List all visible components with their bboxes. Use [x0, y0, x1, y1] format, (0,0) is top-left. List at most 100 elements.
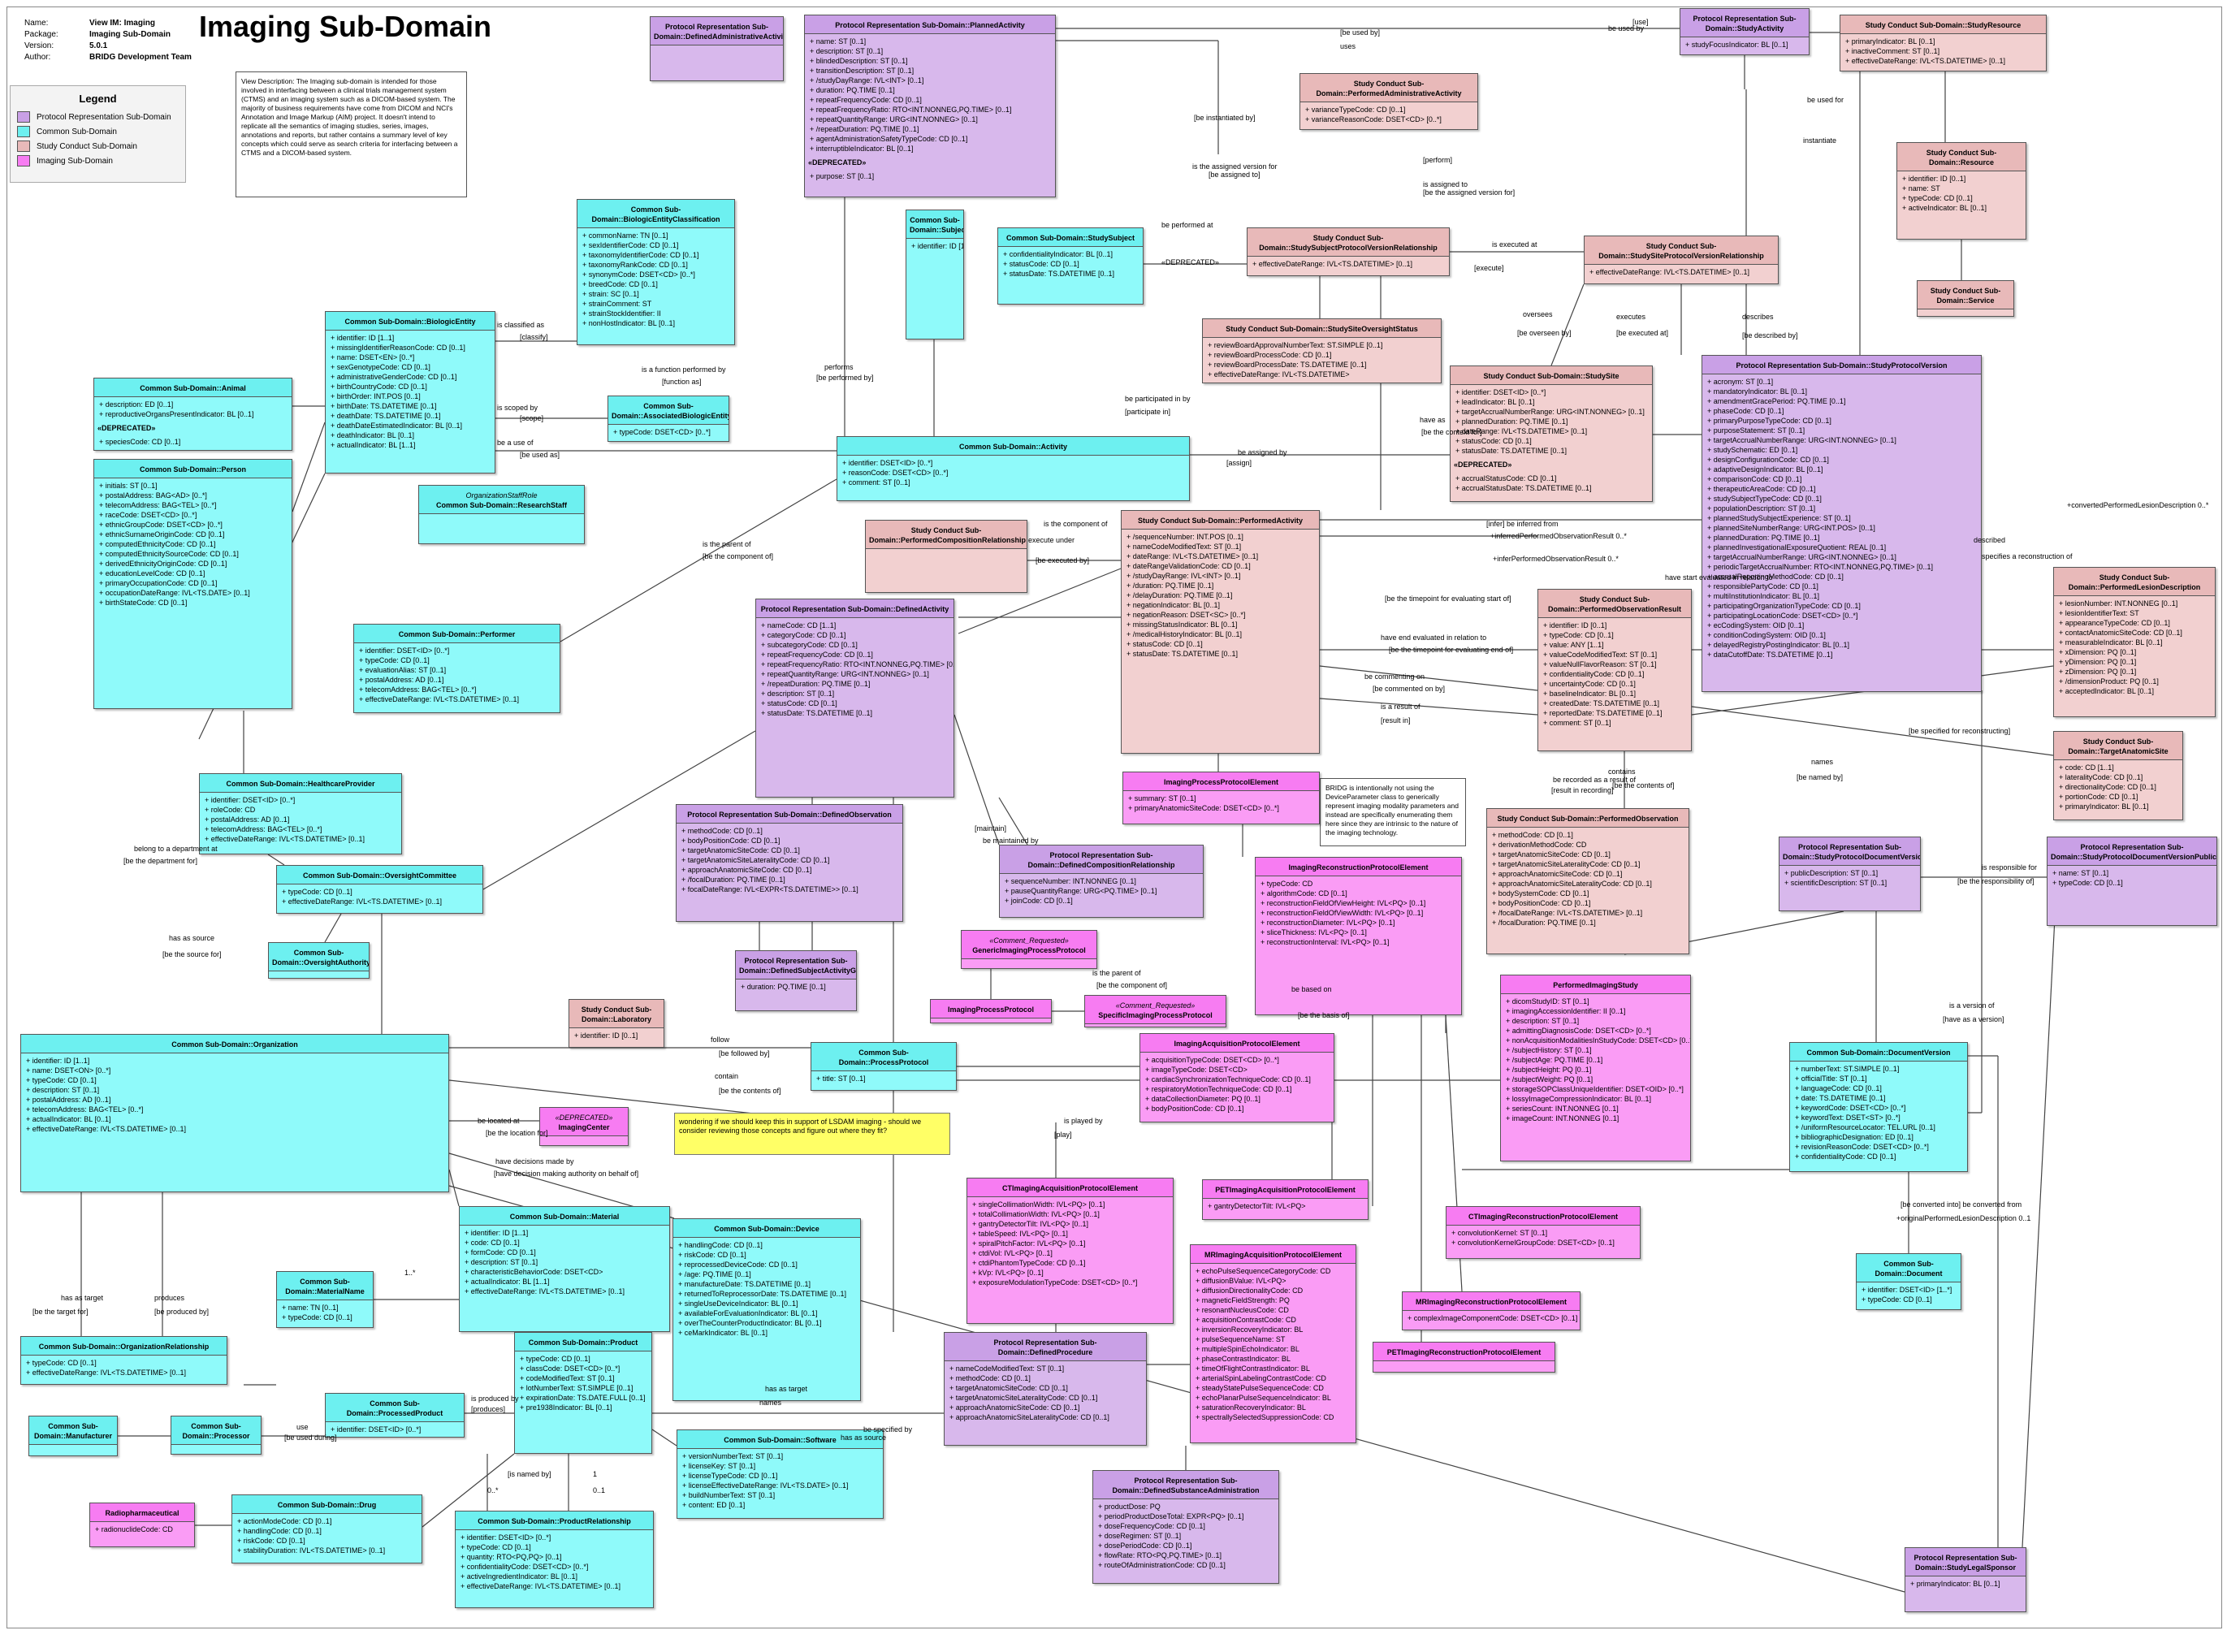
class-biologic-entity-class[interactable]: Common Sub-Domain::BiologicEntityClassif… — [577, 199, 735, 345]
class-organization-relationship[interactable]: Common Sub-Domain::OrganizationRelations… — [20, 1336, 227, 1385]
class-imaging-recon-protocol-element[interactable]: ImagingReconstructionProtocolElementtype… — [1255, 857, 1462, 1015]
class-imaging-process-protocol-element[interactable]: ImagingProcessProtocolElementsummary: ST… — [1122, 772, 1320, 824]
association-label: [be instantiated by] — [1194, 114, 1256, 122]
class-spdv-public-title[interactable]: Protocol Representation Sub-Domain::Stud… — [2047, 837, 2217, 926]
class-document-version[interactable]: Common Sub-Domain::DocumentVersionnumber… — [1789, 1042, 1968, 1172]
class-associated-biologic-entity[interactable]: Common Sub-Domain::AssociatedBiologicEnt… — [608, 396, 729, 442]
class-pet-recon-protocol-element[interactable]: PETImagingReconstructionProtocolElement — [1373, 1342, 1555, 1373]
class-service[interactable]: Study Conduct Sub-Domain::Service — [1917, 280, 2014, 317]
class-defined-composition-rel[interactable]: Protocol Representation Sub-Domain::Defi… — [999, 845, 1204, 918]
class-study-site-oversight[interactable]: Study Conduct Sub-Domain::StudySiteOvers… — [1202, 318, 1442, 383]
class-attribute: zDimension: PQ [0..1] — [2059, 667, 2212, 677]
class-activity[interactable]: Common Sub-Domain::Activityidentifier: D… — [837, 436, 1190, 501]
class-material-name[interactable]: Common Sub-Domain::MaterialNamename: TN … — [276, 1271, 374, 1328]
legend-swatch — [17, 155, 30, 166]
class-radiopharmaceutical[interactable]: RadiopharmaceuticalradionuclideCode: CD — [89, 1503, 195, 1547]
class-imaging-acq-protocol-element[interactable]: ImagingAcquisitionProtocolElementacquisi… — [1139, 1033, 1334, 1122]
class-biologic-entity[interactable]: Common Sub-Domain::BiologicEntityidentif… — [325, 311, 495, 474]
class-process-protocol[interactable]: Common Sub-Domain::ProcessProtocoltitle:… — [811, 1042, 957, 1091]
class-laboratory[interactable]: Study Conduct Sub-Domain::Laboratoryiden… — [569, 999, 664, 1048]
class-manufacturer[interactable]: Common Sub-Domain::Manufacturer — [28, 1416, 118, 1456]
association-line — [651, 1429, 677, 1447]
class-study-resource[interactable]: Study Conduct Sub-Domain::StudyResourcep… — [1840, 15, 2047, 71]
class-attributes: name: ST [0..1]description: ST [0..1]bli… — [805, 34, 1055, 156]
class-attributes: code: CD [1..1]lateralityCode: CD [0..1]… — [2054, 760, 2182, 814]
class-imaging-center[interactable]: «DEPRECATED»ImagingCenter — [539, 1107, 629, 1146]
class-defined-observation[interactable]: Protocol Representation Sub-Domain::Defi… — [676, 804, 903, 922]
class-oversight-authority[interactable]: Common Sub-Domain::OversightAuthority — [268, 942, 370, 979]
class-attribute: identifier: DSET<ID> [0..*] — [331, 1425, 461, 1434]
class-attribute: acquisitionContrastCode: CD — [1196, 1315, 1352, 1325]
class-attribute: negationReason: DSET<SC> [0..*] — [1126, 610, 1316, 620]
class-attribute: reviewBoardProcessCode: CD [0..1] — [1208, 350, 1438, 360]
association-label: +inferPerformedObservationResult 0..* — [1493, 555, 1619, 563]
class-organization[interactable]: Common Sub-Domain::Organizationidentifie… — [20, 1034, 449, 1192]
class-attribute: name: DSET<ON> [0..*] — [26, 1066, 445, 1075]
class-device[interactable]: Common Sub-Domain::DevicehandlingCode: C… — [672, 1218, 861, 1401]
class-person[interactable]: Common Sub-Domain::Personinitials: ST [0… — [93, 459, 292, 709]
class-performer[interactable]: Common Sub-Domain::Performeridentifier: … — [353, 624, 560, 713]
class-document[interactable]: Common Sub-Domain::Documentidentifier: D… — [1856, 1253, 1961, 1310]
class-study-activity[interactable]: Protocol Representation Sub-Domain::Stud… — [1680, 8, 1810, 55]
class-original-lesion-desc[interactable]: Study Conduct Sub-Domain::PerformedLesio… — [2053, 567, 2216, 717]
class-study-legal-sponsor[interactable]: Protocol Representation Sub-Domain::Stud… — [1905, 1547, 2026, 1612]
class-planned-activity[interactable]: Protocol Representation Sub-Domain::Plan… — [804, 15, 1056, 197]
class-attribute: date: TS.DATETIME [0..1] — [1795, 1093, 1964, 1103]
class-performed-activity[interactable]: Study Conduct Sub-Domain::PerformedActiv… — [1121, 510, 1320, 754]
class-attribute: delayedRegistryPostingIndicator: BL [0..… — [1707, 640, 1978, 650]
class-attribute: targetAnatomicSiteLateralityCode: CD [0.… — [681, 855, 899, 865]
class-title: Common Sub-Domain::DocumentVersion — [1790, 1043, 1967, 1062]
class-ct-acq-protocol-element[interactable]: CTImagingAcquisitionProtocolElementsingl… — [966, 1178, 1174, 1324]
class-oversight-committee[interactable]: Common Sub-Domain::OversightCommitteetyp… — [276, 865, 483, 914]
class-specific-imaging-process-protocol[interactable]: «Comment_Requested»SpecificImagingProces… — [1084, 995, 1226, 1027]
class-defined-substance-admin[interactable]: Protocol Representation Sub-Domain::Defi… — [1092, 1470, 1279, 1584]
association-label: belong to a department at — [134, 845, 218, 853]
class-product-relationship[interactable]: Common Sub-Domain::ProductRelationshipid… — [455, 1511, 654, 1608]
class-ss-protocol-version-rel[interactable]: Study Conduct Sub-Domain::StudySubjectPr… — [1247, 227, 1450, 276]
association-label: names — [1811, 758, 1834, 766]
class-performed-observation[interactable]: Study Conduct Sub-Domain::PerformedObser… — [1486, 808, 1689, 954]
class-attribute: targetAnatomicSiteCode: CD [0..1] — [681, 845, 899, 855]
class-ct-recon-protocol-element[interactable]: CTImagingReconstructionProtocolElementco… — [1446, 1206, 1641, 1259]
class-mr-acq-protocol-element[interactable]: MRImagingAcquisitionProtocolElementechoP… — [1190, 1244, 1356, 1443]
class-animal[interactable]: Common Sub-Domain::Animaldescription: ED… — [93, 378, 292, 451]
class-defined-activity[interactable]: Protocol Representation Sub-Domain::Defi… — [755, 599, 954, 798]
class-attribute: typeCode: CD [0..1] — [282, 887, 479, 897]
class-attribute: handlingCode: CD [0..1] — [678, 1240, 857, 1250]
class-attribute: imageCount: INT.NONNEG [0..1] — [1506, 1114, 1687, 1123]
class-product[interactable]: Common Sub-Domain::ProducttypeCode: CD [… — [514, 1332, 652, 1454]
class-defined-procedure[interactable]: Protocol Representation Sub-Domain::Defi… — [944, 1332, 1147, 1446]
class-study-protocol-document-version[interactable]: Protocol Representation Sub-Domain::Stud… — [1779, 837, 1921, 911]
class-healthcare-provider[interactable]: Common Sub-Domain::HealthcareProvideride… — [199, 773, 402, 854]
class-performed-imaging-study[interactable]: PerformedImagingStudydicomStudyID: ST [0… — [1500, 975, 1691, 1161]
class-pet-acq-protocol-element[interactable]: PETImagingAcquisitionProtocolElementgant… — [1202, 1179, 1369, 1220]
class-mr-recon-protocol-element[interactable]: MRImagingReconstructionProtocolElementco… — [1402, 1291, 1581, 1330]
class-performed-composition-rel[interactable]: Study Conduct Sub-Domain::PerformedCompo… — [865, 520, 1027, 593]
class-study-subject[interactable]: Common Sub-Domain::StudySubjectconfident… — [997, 227, 1144, 305]
class-title: Common Sub-Domain::Product — [515, 1333, 651, 1351]
class-material[interactable]: Common Sub-Domain::Materialidentifier: I… — [459, 1206, 670, 1332]
class-study-protocol-version[interactable]: Protocol Representation Sub-Domain::Stud… — [1702, 355, 1982, 692]
association-label: is played by — [1064, 1117, 1103, 1125]
class-attribute: dicomStudyID: ST [0..1] — [1506, 997, 1687, 1006]
class-attribute: availableForEvaluationIndicator: BL [0..… — [678, 1308, 857, 1318]
class-attribute: identifier: ID [0..1] — [1543, 621, 1688, 630]
class-processed-product[interactable]: Common Sub-Domain::ProcessedProductident… — [325, 1393, 465, 1438]
class-target-anatomic-site[interactable]: Study Conduct Sub-Domain::TargetAnatomic… — [2053, 731, 2183, 820]
class-drug[interactable]: Common Sub-Domain::DrugactionModeCode: C… — [231, 1494, 422, 1563]
class-imaging-process-protocol[interactable]: ImagingProcessProtocol — [930, 999, 1052, 1023]
class-performed-admin-activity[interactable]: Study Conduct Sub-Domain::PerformedAdmin… — [1299, 73, 1478, 130]
class-processor[interactable]: Common Sub-Domain::Processor — [171, 1416, 262, 1455]
class-study-site[interactable]: Study Conduct Sub-Domain::StudySiteident… — [1450, 365, 1653, 502]
class-software[interactable]: Common Sub-Domain::SoftwareversionNumber… — [677, 1429, 884, 1519]
class-resource[interactable]: Study Conduct Sub-Domain::Resourceidenti… — [1896, 142, 2026, 240]
class-subject[interactable]: Common Sub-Domain::Subjectidentifier: ID… — [906, 210, 964, 339]
class-ssite-protocol-version-rel[interactable]: Study Conduct Sub-Domain::StudySiteProto… — [1584, 236, 1779, 284]
class-defined-admin-activity[interactable]: Protocol Representation Sub-Domain::Defi… — [650, 16, 784, 81]
class-attributes: lesionNumber: INT.NONNEG [0..1]lesionIde… — [2054, 596, 2215, 698]
class-generic-imaging-process-protocol[interactable]: «Comment_Requested»GenericImagingProcess… — [961, 930, 1097, 969]
class-attribute: transitionDescription: ST [0..1] — [810, 66, 1052, 76]
class-performed-obs-result[interactable]: Study Conduct Sub-Domain::PerformedObser… — [1537, 589, 1692, 751]
class-defined-subject-activity-group[interactable]: Protocol Representation Sub-Domain::Defi… — [735, 950, 857, 1011]
